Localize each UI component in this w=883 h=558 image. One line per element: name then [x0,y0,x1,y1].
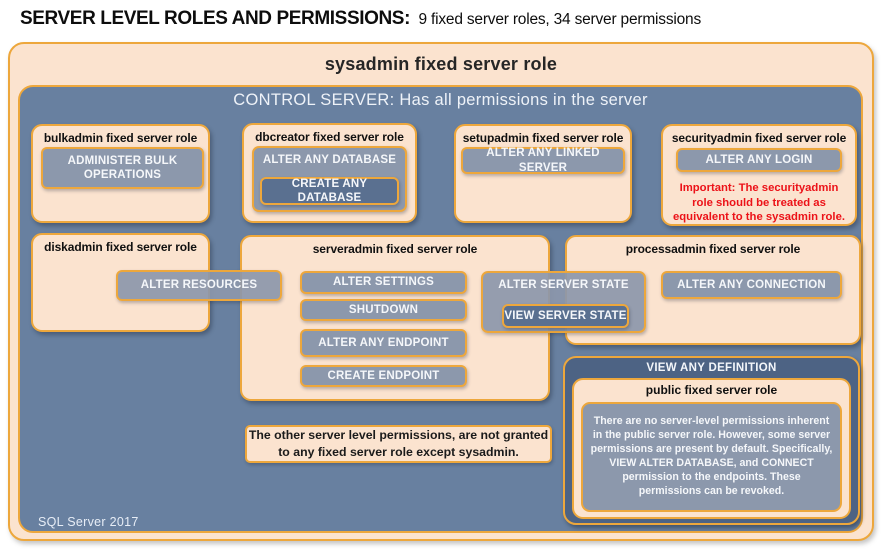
setupadmin-role-box: setupadmin fixed server role ALTER ANY L… [454,124,632,223]
permission-alter-any-database-label: ALTER ANY DATABASE [262,154,397,166]
permission-alter-any-login: ALTER ANY LOGIN [676,148,842,172]
permission-alter-resources: ALTER RESOURCES [116,270,282,301]
permission-create-endpoint: CREATE ENDPOINT [300,365,467,387]
public-role-description-text: There are no server-level permissions in… [590,415,833,497]
dbcreator-role-box: dbcreator fixed server role ALTER ANY DA… [242,123,417,223]
control-server-label: CONTROL SERVER: Has all permissions in t… [233,91,648,109]
footnote-text: The other server level permissions, are … [248,428,549,459]
securityadmin-role-title: securityadmin fixed server role [671,131,847,145]
securityadmin-warning-text: Important: The securityadmin role should… [672,182,845,224]
diskadmin-role-title: diskadmin fixed server role [44,240,197,254]
permission-shutdown: SHUTDOWN [300,299,467,321]
permission-alter-any-endpoint: ALTER ANY ENDPOINT [300,329,467,357]
permission-alter-any-database: ALTER ANY DATABASE CREATE ANY DATABASE [252,146,407,212]
permission-alter-server-state: ALTER SERVER STATE VIEW SERVER STATE [481,271,646,333]
control-server-box: CONTROL SERVER: Has all permissions in t… [18,85,863,533]
page-title: SERVER LEVEL ROLES AND PERMISSIONS: 9 fi… [20,8,701,30]
page-title-suffix: 9 fixed server roles, 34 server permissi… [418,11,702,28]
bulkadmin-role-box: bulkadmin fixed server role ADMINISTER B… [31,124,210,223]
footnote-box: The other server level permissions, are … [245,425,552,463]
dbcreator-role-title: dbcreator fixed server role [255,130,404,144]
permission-alter-any-connection: ALTER ANY CONNECTION [661,271,842,299]
permission-view-server-state: VIEW SERVER STATE [502,304,629,328]
permission-alter-server-state-label: ALTER SERVER STATE [498,279,629,291]
sysadmin-role-box: sysadmin fixed server role CONTROL SERVE… [8,42,874,541]
public-role-title: public fixed server role [645,383,778,397]
view-any-definition-box: VIEW ANY DEFINITION public fixed server … [563,356,860,525]
permission-alter-settings: ALTER SETTINGS [300,271,467,294]
processadmin-role-title: processadmin fixed server role [625,242,801,256]
permission-view-any-definition: VIEW ANY DEFINITION [646,362,777,374]
securityadmin-role-box: securityadmin fixed server role ALTER AN… [661,124,857,226]
page-title-main: SERVER LEVEL ROLES AND PERMISSIONS: [20,8,411,29]
public-role-box: public fixed server role There are no se… [572,378,851,519]
bulkadmin-role-title: bulkadmin fixed server role [43,131,198,145]
setupadmin-role-title: setupadmin fixed server role [462,131,624,145]
serveradmin-role-title: serveradmin fixed server role [312,242,478,256]
permission-administer-bulk-operations: ADMINISTER BULK OPERATIONS [41,147,204,189]
sysadmin-role-label: sysadmin fixed server role [324,54,558,74]
sql-server-version-label: SQL Server 2017 [38,515,139,529]
permission-create-any-database: CREATE ANY DATABASE [260,177,399,205]
public-role-description: There are no server-level permissions in… [581,402,842,512]
permission-alter-any-linked-server: ALTER ANY LINKED SERVER [461,147,625,174]
